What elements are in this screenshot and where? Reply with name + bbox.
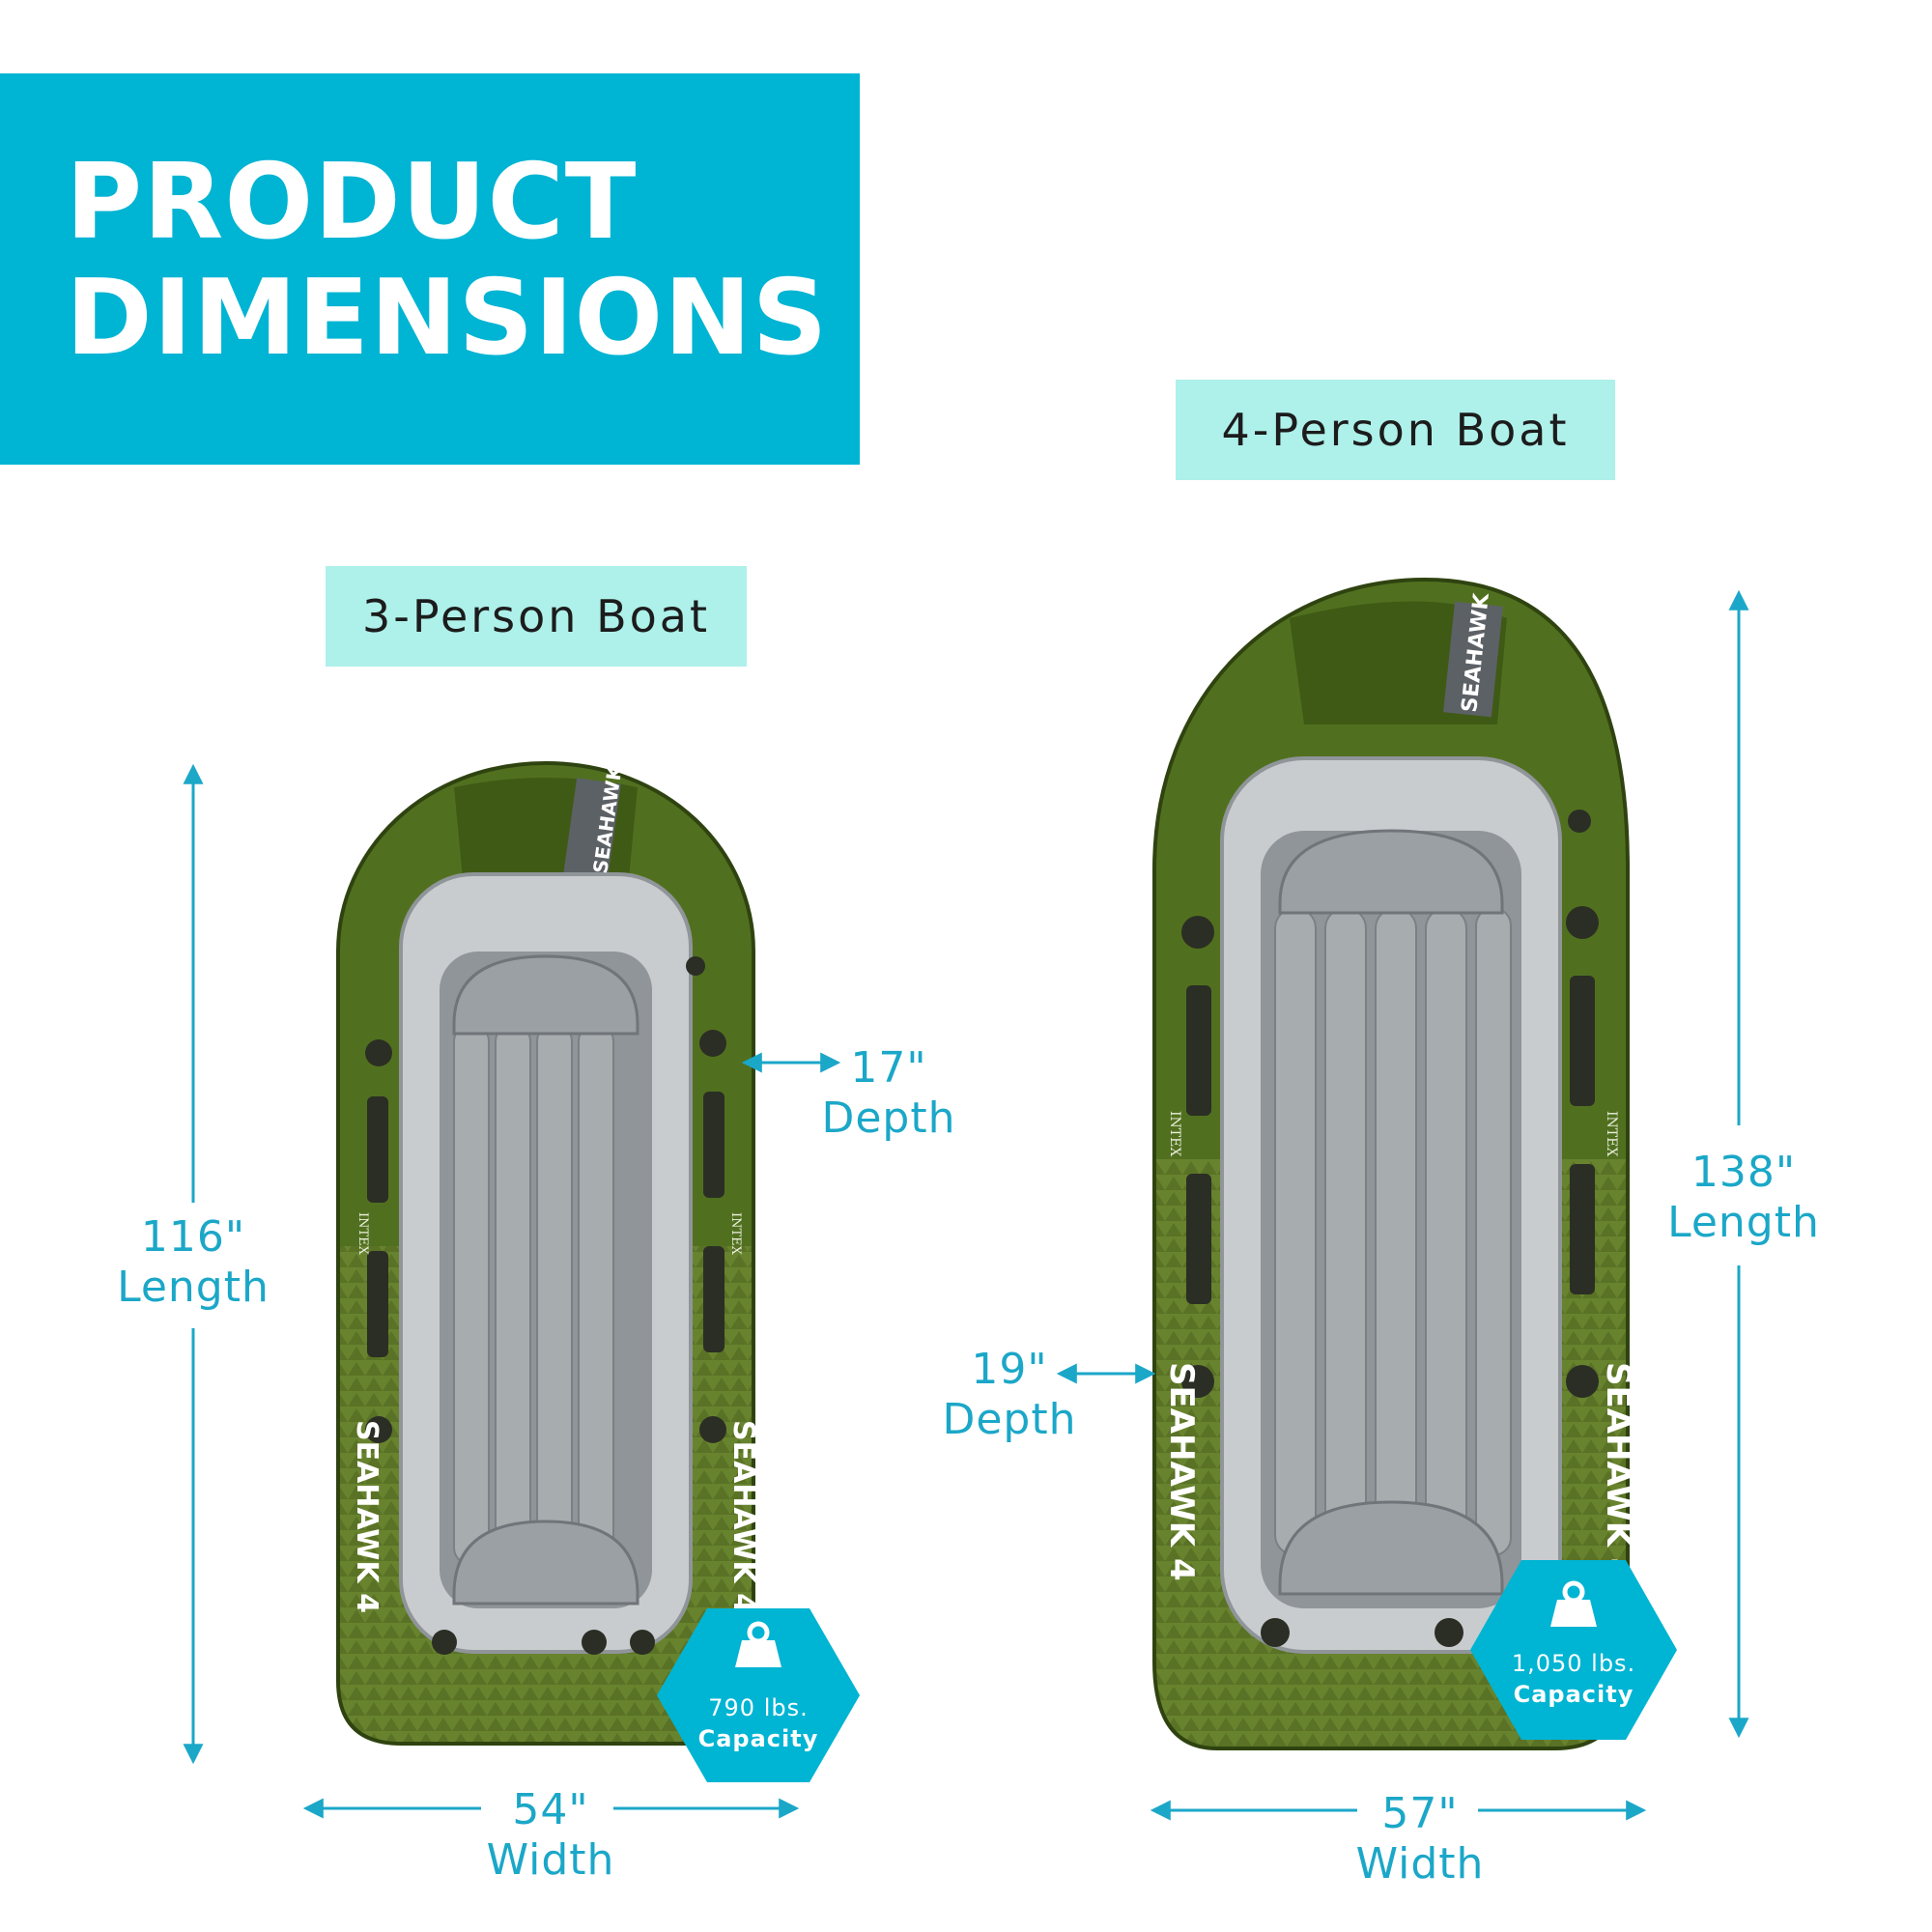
boat4-width-caption: Width: [1355, 1839, 1485, 1889]
boat3-depth-value: 17": [850, 1043, 927, 1093]
boat4-depth-caption: Depth: [942, 1395, 1077, 1444]
header-banner: [0, 73, 860, 465]
tag-3-person-boat: 3-Person Boat: [326, 566, 747, 667]
boat3-width-caption: Width: [486, 1835, 615, 1885]
boat3-width-value: 54": [512, 1785, 589, 1834]
boat4-maker-left: INTEX: [1167, 1111, 1182, 1156]
boat4-length-caption: Length: [1667, 1198, 1820, 1247]
boat3-length-value: 116": [140, 1212, 246, 1262]
boat3-maker-right: INTEX: [728, 1212, 743, 1256]
boat-3-person: SEAHAWK 4 SEAHAWK 4 SEAHAWK INTEX INTEX: [336, 760, 760, 1746]
boat4-length-label: 138" Length: [1647, 1148, 1840, 1248]
weight-icon: [735, 1621, 781, 1667]
boat3-length-caption: Length: [117, 1263, 270, 1312]
boat3-capacity-badge: [657, 1608, 860, 1782]
tag-4-person-boat: 4-Person Boat: [1176, 380, 1615, 480]
boat4-maker-right: INTEX: [1604, 1111, 1619, 1156]
boat4-side-brand-left: SEAHAWK 4: [1162, 1362, 1201, 1581]
boat3-depth-label: 17" Depth: [802, 1043, 976, 1144]
weight-icon: [1550, 1580, 1597, 1627]
boat3-side-brand-left: SEAHAWK 4: [350, 1420, 384, 1613]
boat4-capacity-value: 1,050 lbs.: [1511, 1650, 1636, 1677]
boat3-maker-left: INTEX: [355, 1212, 370, 1256]
boat3-capacity-text: 790 lbs. Capacity: [676, 1692, 840, 1754]
boat4-capacity-caption: Capacity: [1513, 1681, 1634, 1708]
boat3-width-label: 54" Width: [454, 1785, 647, 1886]
boat3-capacity-caption: Capacity: [697, 1725, 819, 1752]
boat4-width-value: 57": [1381, 1789, 1459, 1838]
title-line-1: PRODUCT: [66, 142, 638, 263]
title-line-2: DIMENSIONS: [66, 258, 829, 379]
boat4-depth-value: 19": [971, 1345, 1048, 1394]
boat4-width-label: 57" Width: [1323, 1789, 1517, 1889]
boat3-side-brand-right: SEAHAWK 4: [726, 1420, 760, 1613]
boat-4-person: SEAHAWK 4 SEAHAWK 4 SEAHAWK INTEX INTEX: [1152, 577, 1637, 1750]
boat4-side-brand-right: SEAHAWK 4: [1599, 1362, 1637, 1581]
boat4-capacity-badge: [1470, 1560, 1677, 1740]
boat3-capacity-value: 790 lbs.: [708, 1694, 809, 1721]
boat3-length-label: 116" Length: [97, 1212, 290, 1313]
boat4-capacity-text: 1,050 lbs. Capacity: [1487, 1648, 1661, 1710]
page-title: PRODUCT DIMENSIONS: [66, 145, 828, 377]
boat3-depth-caption: Depth: [821, 1094, 956, 1143]
boat4-depth-label: 19" Depth: [923, 1345, 1096, 1445]
boat4-length-value: 138": [1690, 1148, 1797, 1197]
